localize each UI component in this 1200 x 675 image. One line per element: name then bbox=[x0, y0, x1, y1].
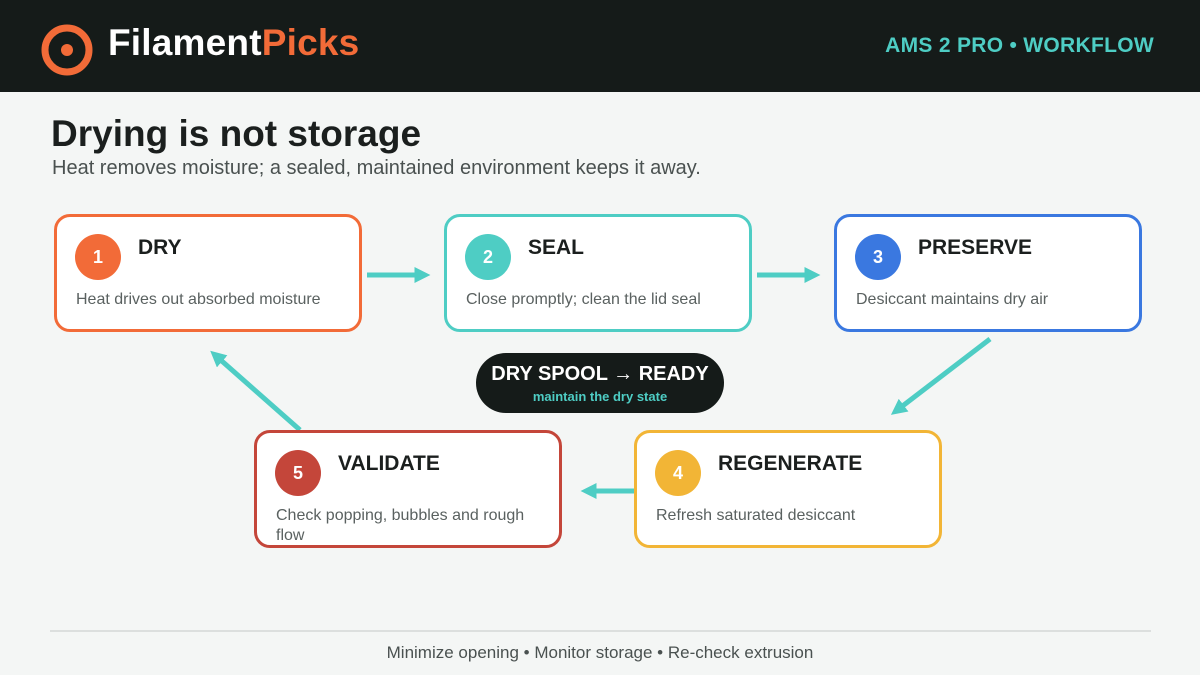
step-description: Check popping, bubbles and rough flow bbox=[276, 507, 525, 544]
footer-divider bbox=[50, 630, 1151, 632]
step-description: Close promptly; clean the lid seal bbox=[466, 291, 701, 308]
page-subtitle: Heat removes moisture; a sealed, maintai… bbox=[52, 157, 701, 179]
step-description: Refresh saturated desiccant bbox=[656, 507, 856, 524]
step-title: SEAL bbox=[528, 236, 585, 259]
step-number-badge: 5 bbox=[275, 450, 321, 496]
header-tag: AMS 2 PRO • WORKFLOW bbox=[885, 34, 1154, 57]
footer-tips: Minimize opening • Monitor storage • Re-… bbox=[386, 643, 814, 662]
page-title: Drying is not storage bbox=[51, 113, 422, 154]
step-number-badge: 2 bbox=[465, 234, 511, 280]
center-status-title: DRY SPOOL → READY bbox=[491, 363, 709, 385]
step-title: PRESERVE bbox=[918, 236, 1032, 259]
step-card-regenerate: 4 REGENERATE Refresh saturated desiccant bbox=[634, 430, 942, 548]
target-ring-icon bbox=[41, 24, 93, 76]
center-status-subtitle: maintain the dry state bbox=[532, 389, 668, 404]
step-card-preserve: 3 PRESERVE Desiccant maintains dry air bbox=[834, 214, 1142, 332]
arrow-validate-to-dry bbox=[210, 350, 302, 432]
step-title: DRY bbox=[138, 236, 182, 259]
arrow-preserve-to-regenerate bbox=[890, 337, 992, 415]
step-card-validate: 5 VALIDATE Check popping, bubbles and ro… bbox=[254, 430, 562, 548]
step-title: VALIDATE bbox=[338, 452, 440, 475]
step-card-seal: 2 SEAL Close promptly; clean the lid sea… bbox=[444, 214, 752, 332]
brand-accent: Picks bbox=[261, 22, 360, 63]
step-number-badge: 3 bbox=[855, 234, 901, 280]
brand-main: Filament bbox=[108, 22, 262, 63]
step-number-badge: 1 bbox=[75, 234, 121, 280]
step-title: REGENERATE bbox=[718, 452, 863, 475]
step-number-badge: 4 bbox=[655, 450, 701, 496]
step-card-dry: 1 DRY Heat drives out absorbed moisture bbox=[54, 214, 362, 332]
step-description: Heat drives out absorbed moisture bbox=[76, 291, 321, 308]
header-bar: FilamentPicks AMS 2 PRO • WORKFLOW bbox=[0, 0, 1200, 92]
step-description: Desiccant maintains dry air bbox=[856, 291, 1049, 308]
center-status-pill: DRY SPOOL → READY maintain the dry state bbox=[476, 353, 724, 413]
brand-logo-text: FilamentPicks bbox=[108, 22, 359, 64]
